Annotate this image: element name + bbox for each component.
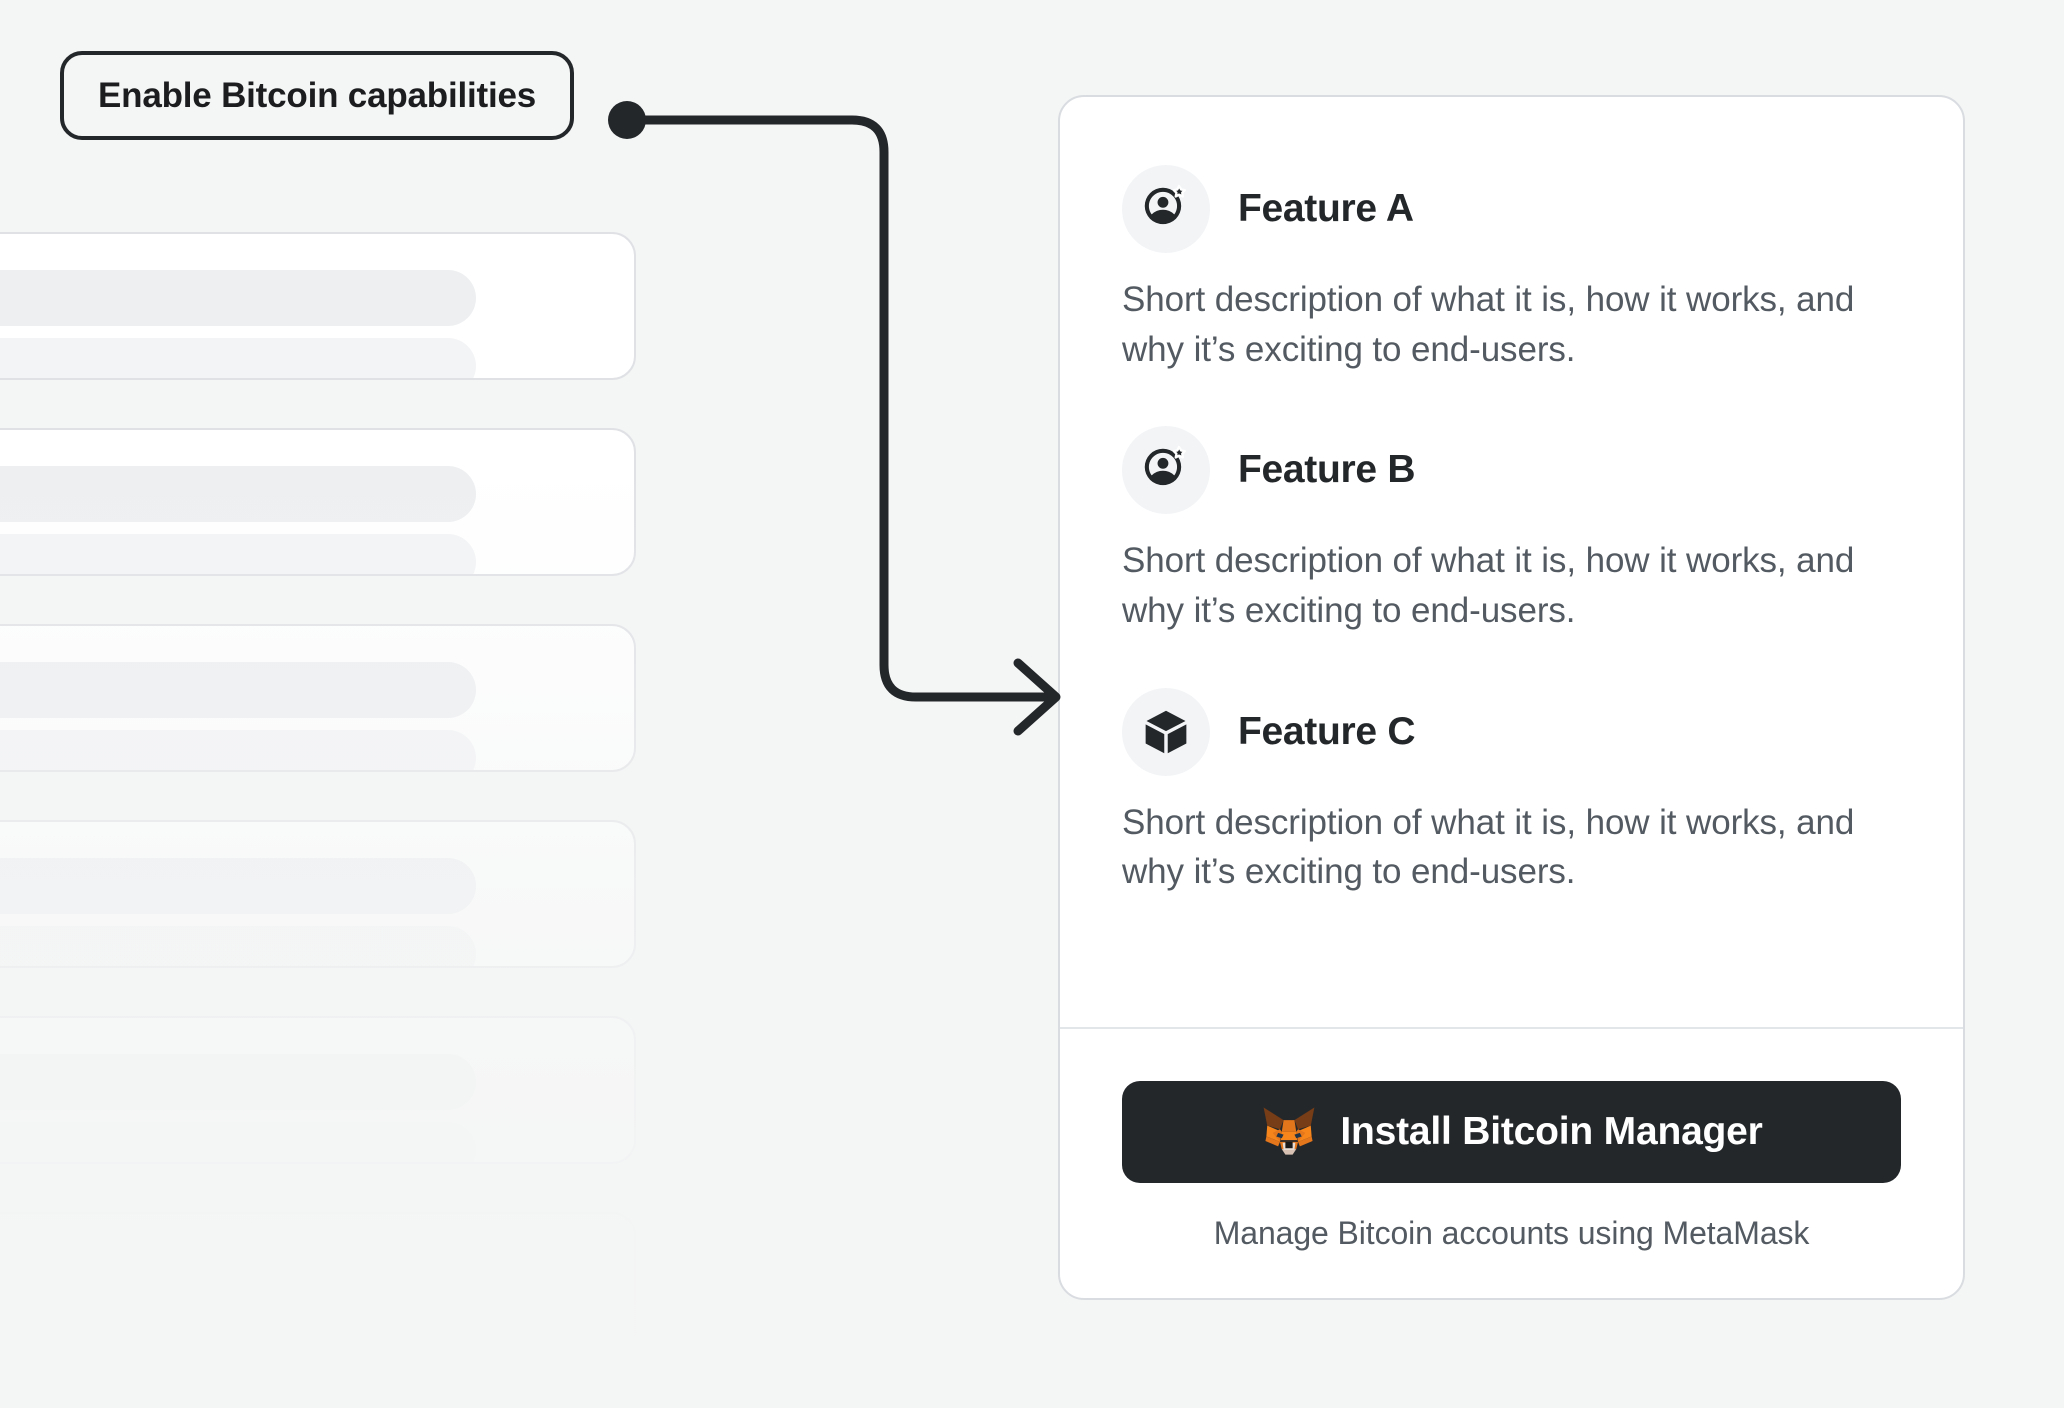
skeleton-card	[0, 428, 636, 576]
feature-item: Feature C Short description of what it is…	[1122, 687, 1901, 897]
feature-list: Feature A Short description of what it is…	[1060, 97, 1963, 971]
skeleton-card	[0, 1212, 636, 1360]
feature-item: Feature A Short description of what it is…	[1122, 165, 1901, 374]
skeleton-card	[0, 232, 636, 380]
skeleton-bar	[0, 662, 476, 718]
skeleton-bar	[0, 858, 476, 914]
bitcoin-capabilities-card: Feature A Short description of what it is…	[1058, 95, 1965, 1300]
annotation-pill[interactable]: Enable Bitcoin capabilities	[60, 51, 575, 140]
card-footer: Install Bitcoin Manager Manage Bitcoin a…	[1060, 1029, 1963, 1298]
install-button-label: Install Bitcoin Manager	[1340, 1110, 1763, 1153]
connector-dot-icon	[608, 101, 646, 139]
feature-title: Feature A	[1238, 187, 1414, 230]
feature-description: Short description of what it is, how it …	[1122, 541, 1855, 631]
skeleton-bar	[0, 466, 476, 522]
skeleton-card	[0, 820, 636, 968]
arrow-right-icon	[1013, 658, 1061, 736]
feature-header: Feature A	[1122, 165, 1901, 253]
skeleton-bar	[0, 730, 476, 770]
skeleton-bar	[0, 338, 476, 378]
account-add-icon	[1122, 426, 1210, 515]
skeleton-bar	[0, 534, 476, 574]
feature-item: Feature B Short description of what it is…	[1122, 426, 1901, 635]
feature-title: Feature C	[1238, 709, 1416, 753]
card-divider	[1060, 1027, 1963, 1029]
cube-icon	[1122, 687, 1210, 776]
skeleton-bar	[0, 1122, 476, 1162]
skeleton-bar	[0, 1318, 476, 1358]
account-add-icon	[1122, 165, 1210, 253]
feature-header: Feature B	[1122, 426, 1901, 515]
feature-title: Feature B	[1238, 448, 1416, 492]
footer-note: Manage Bitcoin accounts using MetaMask	[1213, 1215, 1810, 1251]
skeleton-bar	[0, 270, 476, 326]
metamask-fox-icon	[1260, 1102, 1318, 1163]
annotation-pill-label: Enable Bitcoin capabilities	[98, 75, 537, 115]
skeleton-list	[0, 232, 636, 1408]
skeleton-fade-overlay	[0, 232, 650, 1408]
skeleton-bar	[0, 1054, 476, 1110]
skeleton-bar	[0, 926, 476, 966]
connector-line	[622, 115, 1057, 702]
skeleton-bar	[0, 1250, 476, 1306]
skeleton-card	[0, 1016, 636, 1164]
feature-description: Short description of what it is, how it …	[1122, 280, 1855, 369]
feature-header: Feature C	[1122, 687, 1901, 776]
install-bitcoin-manager-button[interactable]: Install Bitcoin Manager	[1122, 1081, 1901, 1183]
skeleton-card	[0, 624, 636, 772]
feature-description: Short description of what it is, how it …	[1122, 802, 1855, 892]
